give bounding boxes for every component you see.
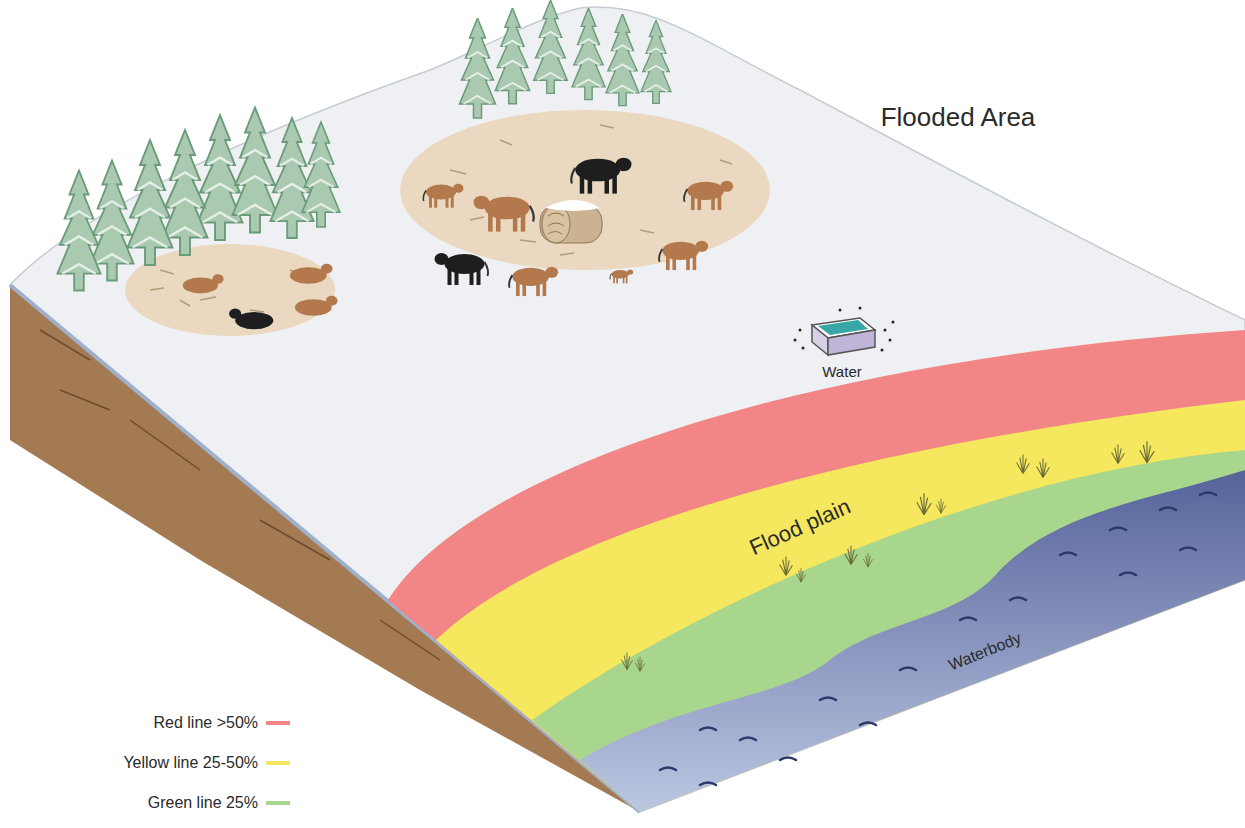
trough-label: Water <box>822 363 861 380</box>
trees <box>57 0 671 291</box>
legend-swatch <box>266 801 290 805</box>
legend-swatch <box>266 721 290 725</box>
legend-row: Red line >50% <box>0 703 300 743</box>
waves <box>660 493 1216 786</box>
yellow-band <box>436 400 1245 812</box>
area-title: Flooded Area <box>881 103 1036 133</box>
water-trough <box>794 307 895 356</box>
legend-text: Yellow line 25-50% <box>123 754 258 772</box>
legend: Red line >50% Yellow line 25-50% Green lin… <box>0 703 300 823</box>
feeding-areas <box>125 110 770 336</box>
waterbody <box>580 470 1245 812</box>
legend-text: Red line >50% <box>153 714 258 732</box>
red-band <box>388 330 1245 812</box>
legend-row: Yellow line 25-50% <box>0 743 300 783</box>
snow-surface <box>10 7 1245 812</box>
reeds <box>621 441 1154 671</box>
legend-row: Green line 25% <box>0 783 300 823</box>
green-band <box>532 450 1245 812</box>
legend-swatch <box>266 761 290 765</box>
legend-text: Green line 25% <box>148 794 258 812</box>
hay-bale <box>540 200 602 243</box>
